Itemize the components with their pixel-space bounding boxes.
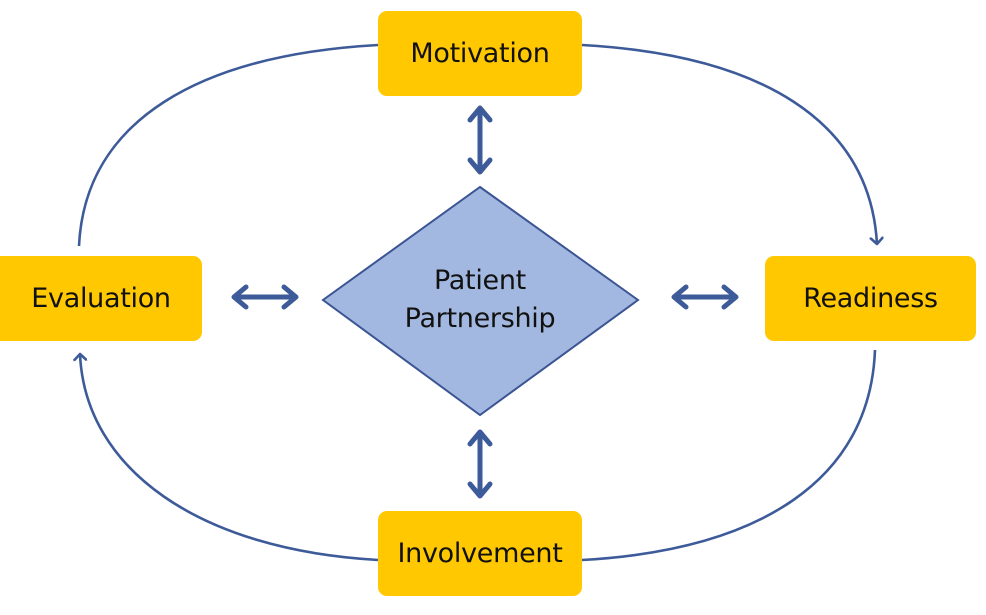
node-motivation-label: Motivation	[410, 38, 550, 69]
center-diamond	[321, 185, 640, 417]
curve-evaluation-to-motivation	[77, 43, 379, 247]
node-readiness: Readiness	[765, 256, 976, 341]
node-involvement-label: Involvement	[397, 538, 563, 569]
node-motivation: Motivation	[378, 11, 582, 96]
node-evaluation-label: Evaluation	[31, 283, 171, 314]
node-evaluation: Evaluation	[0, 256, 202, 341]
center-label: Patient Partnership	[380, 262, 580, 338]
curve-involvement-to-evaluation	[80, 354, 379, 562]
center-label-line1: Patient	[434, 265, 526, 296]
center-label-line2: Partnership	[404, 303, 556, 334]
double-arrow-bottom	[467, 429, 493, 499]
curve-readiness-to-involvement	[581, 349, 877, 562]
double-arrow-right	[671, 284, 739, 310]
node-readiness-label: Readiness	[803, 283, 938, 314]
double-arrow-top	[467, 105, 493, 175]
double-arrow-left	[231, 284, 299, 310]
node-involvement: Involvement	[378, 511, 582, 596]
curve-motivation-to-readiness	[581, 43, 877, 244]
